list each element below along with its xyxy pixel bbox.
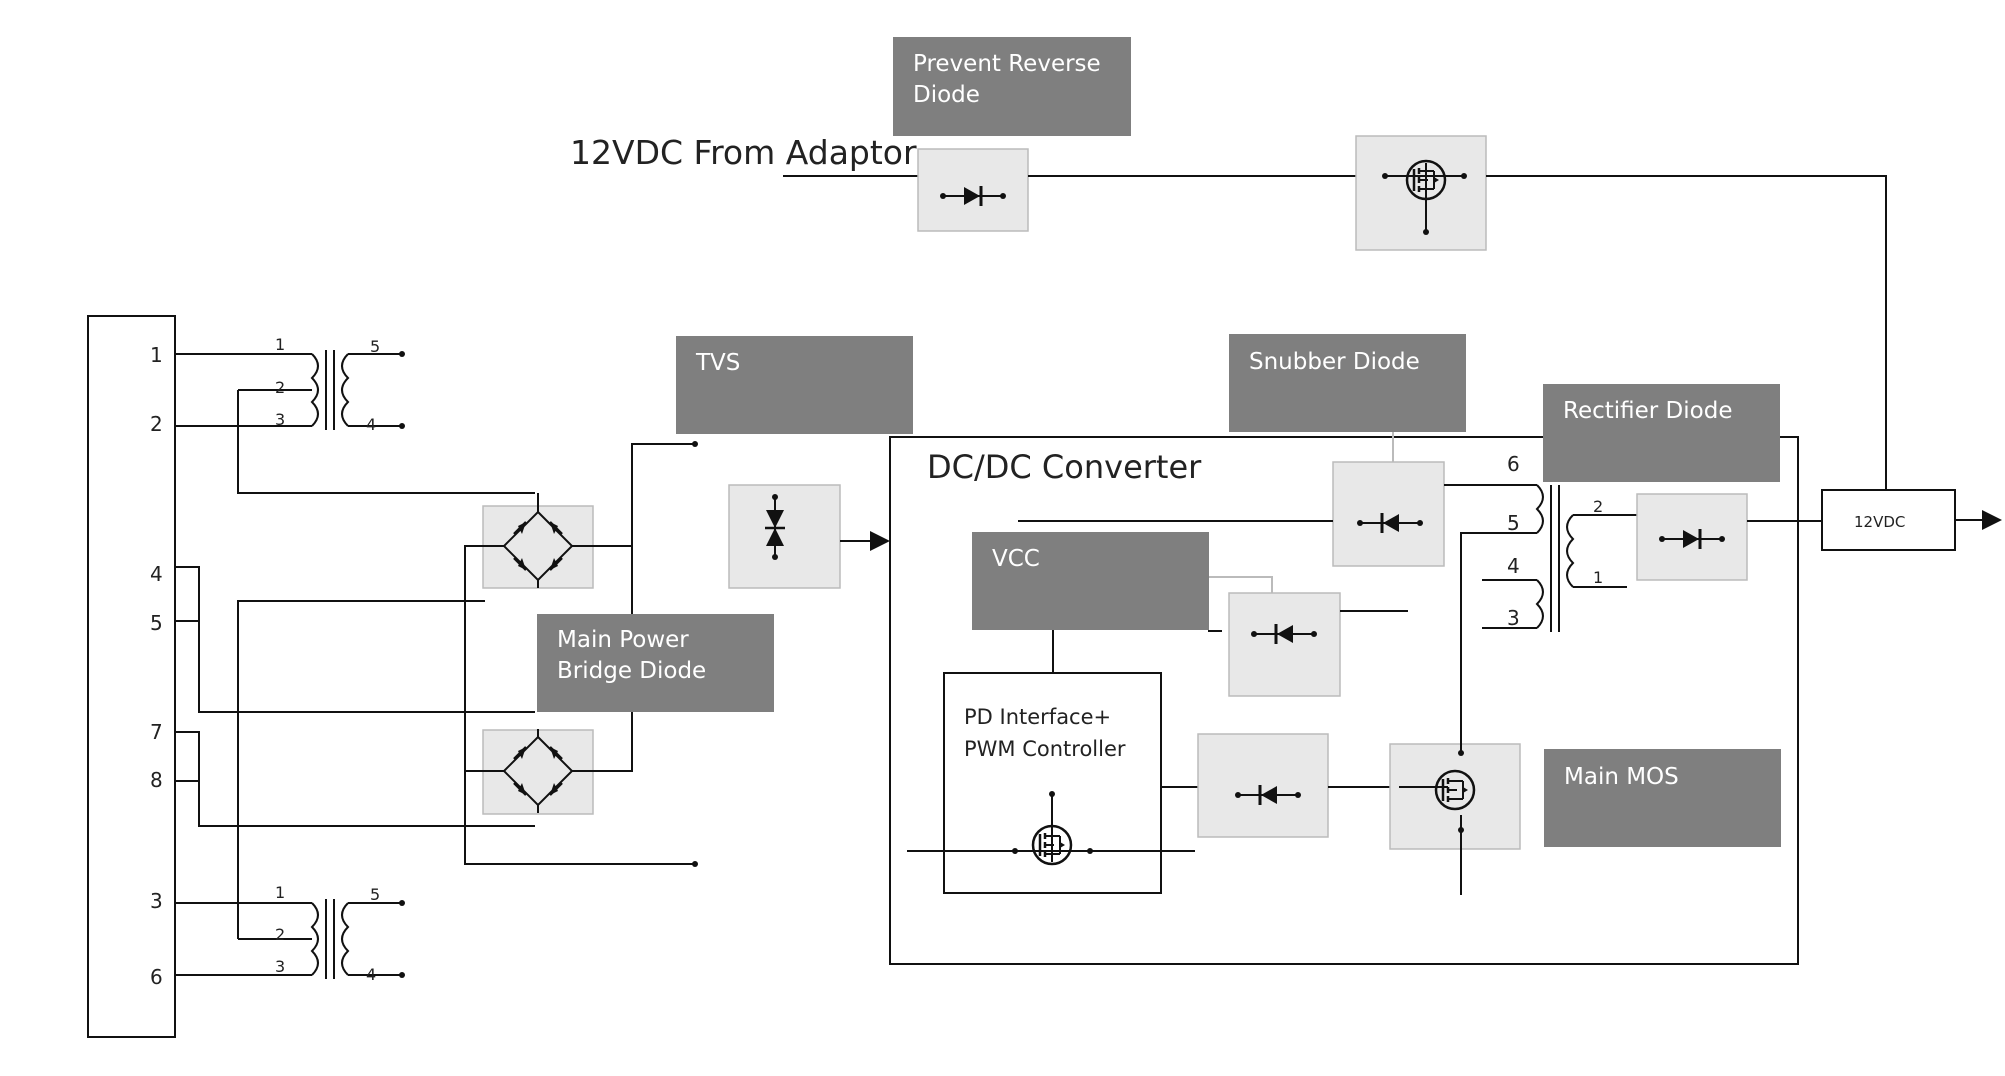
- callout-rectifier: [1543, 384, 1780, 482]
- transformer-pin: 2: [1593, 497, 1603, 516]
- transformer-icon: [1444, 484, 1637, 632]
- transformer-pin: 1: [1593, 568, 1603, 587]
- transformer-pin: 1: [275, 883, 285, 902]
- gate-diode-block: [1197, 733, 1329, 838]
- callout-snubber: [1229, 334, 1466, 432]
- transformer-pin: 4: [366, 415, 376, 434]
- transformer-pin: 3: [1507, 606, 1520, 630]
- connector-pin: 3: [150, 889, 163, 913]
- transformer-pin: 4: [366, 965, 376, 984]
- callout-prevent-reverse-line1: Prevent Reverse: [913, 51, 1101, 77]
- transformer-pin: 2: [275, 378, 285, 397]
- callout-prevent-reverse-line2: Diode: [913, 82, 980, 108]
- callout-vcc-text: VCC: [992, 546, 1040, 572]
- adaptor-title: 12VDC From Adaptor: [570, 133, 917, 172]
- connector-pin: 4: [150, 562, 163, 586]
- output-12vdc-block: [1821, 489, 1956, 551]
- transformer-pin: 4: [1507, 554, 1520, 578]
- output-12vdc-label: 12VDC: [1854, 513, 1905, 531]
- transformer-pin: 5: [370, 885, 380, 904]
- rj45-connector: [87, 315, 176, 1038]
- transformer-pin: 6: [1507, 452, 1520, 476]
- transformer-icon: [175, 899, 405, 979]
- callout-bridge-diode: [537, 614, 774, 712]
- callout-vcc: [972, 532, 1209, 630]
- reverse-diode-block: [917, 148, 1029, 232]
- tvs-icon: [765, 494, 785, 560]
- transformer-icon: [175, 350, 405, 430]
- adaptor-mosfet-block: [1355, 135, 1487, 251]
- callout-main-mos: [1544, 749, 1781, 847]
- transformer-pin: 1: [275, 335, 285, 354]
- connector-pin: 7: [150, 720, 163, 744]
- callout-bridge-line2: Bridge Diode: [557, 658, 706, 684]
- vcc-diode-block: [1228, 592, 1341, 697]
- pd-line1: PD Interface+: [964, 705, 1111, 729]
- callout-tvs: [676, 336, 913, 434]
- connector-pin: 1: [150, 343, 163, 367]
- connector-pin: 5: [150, 611, 163, 635]
- connector-pin: 8: [150, 768, 163, 792]
- transformer-pin: 5: [370, 337, 380, 356]
- transformer-pin: 2: [275, 925, 285, 944]
- dcdc-title: DC/DC Converter: [927, 448, 1202, 486]
- connector-pin: 6: [150, 965, 163, 989]
- tvs-block: [728, 484, 841, 589]
- callout-snubber-text: Snubber Diode: [1249, 349, 1420, 375]
- callout-main-mos-text: Main MOS: [1564, 764, 1679, 790]
- callout-tvs-text: TVS: [695, 350, 740, 376]
- callout-prevent-reverse: [893, 37, 1131, 136]
- callout-bridge-line1: Main Power: [557, 627, 689, 653]
- main-mos-block: [1389, 743, 1521, 850]
- dcdc-converter-block: [889, 436, 1799, 965]
- callout-rectifier-text: Rectifier Diode: [1563, 398, 1732, 424]
- transformer-pin: 5: [1507, 511, 1520, 535]
- connector-pin: 2: [150, 412, 163, 436]
- snubber-diode-block: [1332, 461, 1445, 567]
- transformer-pin: 3: [275, 410, 285, 429]
- pd-line2: PWM Controller: [964, 737, 1126, 761]
- transformer-pin: 3: [275, 957, 285, 976]
